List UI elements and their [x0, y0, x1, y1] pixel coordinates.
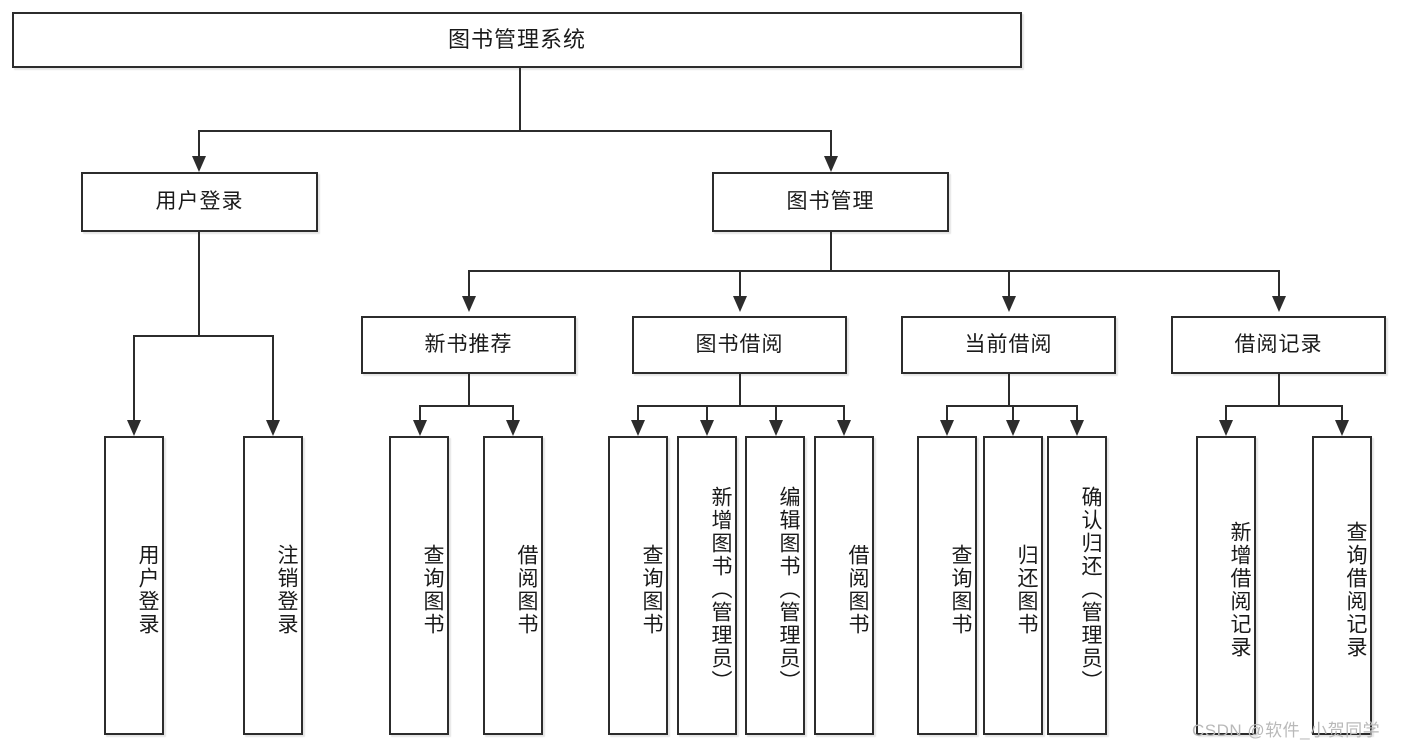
arrow-to-bb-leaf-2: [700, 420, 714, 436]
leaf-label: 新增图书（管理员）: [709, 486, 732, 693]
arrow-to-cb-leaf-3: [1070, 420, 1084, 436]
node-current-borrow[interactable]: 当前借阅: [901, 316, 1116, 374]
connector-user-login-drop-2: [272, 335, 274, 420]
leaf-nbr-query-book[interactable]: 查询图书: [389, 436, 449, 735]
leaf-label: 借阅图书: [846, 543, 869, 636]
leaf-label: 查询图书: [421, 543, 444, 636]
leaf-label: 归还图书: [1015, 543, 1038, 636]
connector-bb-bus: [637, 405, 845, 407]
leaf-nbr-borrow-book[interactable]: 借阅图书: [483, 436, 543, 735]
leaf-bb-query-book[interactable]: 查询图书: [608, 436, 668, 735]
arrow-to-bb-leaf-3: [769, 420, 783, 436]
connector-nbr-drop-2: [512, 405, 514, 420]
connector-cb-drop-3: [1076, 405, 1078, 420]
arrow-to-current-borrow: [1002, 296, 1016, 312]
leaf-bb-borrow-book[interactable]: 借阅图书: [814, 436, 874, 735]
leaf-bb-add-book-admin[interactable]: 新增图书（管理员）: [677, 436, 737, 735]
node-label: 借阅记录: [1234, 333, 1323, 357]
arrow-to-nbr-leaf-2: [506, 420, 520, 436]
node-user-login[interactable]: 用户登录: [81, 172, 318, 232]
arrow-to-logout-leaf: [266, 420, 280, 436]
leaf-label: 新增借阅记录: [1228, 520, 1251, 659]
node-book-borrow[interactable]: 图书借阅: [632, 316, 847, 374]
node-label: 图书管理系统: [447, 26, 586, 52]
node-label: 图书借阅: [695, 333, 784, 357]
leaf-br-add-record[interactable]: 新增借阅记录: [1196, 436, 1256, 735]
connector-cb-stem: [1008, 374, 1010, 405]
arrow-to-br-leaf-1: [1219, 420, 1233, 436]
connector-cb-bus: [946, 405, 1077, 407]
leaf-label: 编辑图书（管理员）: [777, 486, 800, 693]
node-new-book-recommend[interactable]: 新书推荐: [361, 316, 576, 374]
node-book-management[interactable]: 图书管理: [712, 172, 949, 232]
connector-nbr-bus: [419, 405, 514, 407]
arrow-to-book-management: [824, 156, 838, 172]
connector-bm-drop-4: [1278, 270, 1280, 296]
node-label: 当前借阅: [964, 333, 1053, 357]
connector-root-drop-left: [198, 130, 200, 156]
arrow-to-new-book-recommend: [462, 296, 476, 312]
connector-bb-drop-4: [843, 405, 845, 420]
leaf-cb-confirm-return-admin[interactable]: 确认归还（管理员）: [1047, 436, 1107, 735]
arrow-to-user-login: [192, 156, 206, 172]
leaf-label: 注销登录: [275, 543, 298, 636]
arrow-to-nbr-leaf-1: [413, 420, 427, 436]
connector-br-drop-1: [1225, 405, 1227, 420]
connector-bm-drop-2: [739, 270, 741, 296]
node-label: 图书管理: [786, 190, 875, 214]
arrow-to-borrow-record: [1272, 296, 1286, 312]
leaf-label: 查询借阅记录: [1344, 520, 1367, 659]
connector-br-stem: [1278, 374, 1280, 405]
leaf-logout[interactable]: 注销登录: [243, 436, 303, 735]
arrow-to-user-login-leaf: [127, 420, 141, 436]
connector-br-bus: [1225, 405, 1342, 407]
leaf-cb-return-book[interactable]: 归还图书: [983, 436, 1043, 735]
connector-root-bus: [198, 130, 832, 132]
connector-user-login-bus: [133, 335, 274, 337]
leaf-bb-edit-book-admin[interactable]: 编辑图书（管理员）: [745, 436, 805, 735]
connector-user-login-stem: [198, 232, 200, 335]
connector-bm-drop-3: [1008, 270, 1010, 296]
leaf-label: 用户登录: [136, 543, 159, 636]
leaf-label: 借阅图书: [515, 543, 538, 636]
connector-user-login-drop-1: [133, 335, 135, 420]
connector-cb-drop-1: [946, 405, 948, 420]
node-label: 用户登录: [155, 190, 244, 214]
leaf-label: 查询图书: [949, 543, 972, 636]
connector-bm-drop-1: [468, 270, 470, 296]
leaf-user-login[interactable]: 用户登录: [104, 436, 164, 735]
arrow-to-br-leaf-2: [1335, 420, 1349, 436]
node-borrow-record[interactable]: 借阅记录: [1171, 316, 1386, 374]
leaf-cb-query-book[interactable]: 查询图书: [917, 436, 977, 735]
arrow-to-bb-leaf-4: [837, 420, 851, 436]
connector-bb-drop-1: [637, 405, 639, 420]
watermark-text: CSDN @软件_小贺同学: [1192, 721, 1381, 740]
connector-root-stem: [519, 68, 521, 130]
connector-book-management-stem: [830, 232, 832, 270]
connector-nbr-drop-1: [419, 405, 421, 420]
node-root-book-management-system[interactable]: 图书管理系统: [12, 12, 1022, 68]
connector-bb-drop-3: [775, 405, 777, 420]
arrow-to-cb-leaf-1: [940, 420, 954, 436]
arrow-to-book-borrow: [733, 296, 747, 312]
connector-bb-stem: [739, 374, 741, 405]
connector-book-management-bus: [468, 270, 1280, 272]
connector-cb-drop-2: [1012, 405, 1014, 420]
connector-br-drop-2: [1341, 405, 1343, 420]
arrow-to-cb-leaf-2: [1006, 420, 1020, 436]
arrow-to-bb-leaf-1: [631, 420, 645, 436]
node-label: 新书推荐: [424, 333, 513, 357]
leaf-label: 查询图书: [640, 543, 663, 636]
connector-root-drop-right: [830, 130, 832, 156]
leaf-label: 确认归还（管理员）: [1079, 486, 1102, 693]
leaf-br-query-record[interactable]: 查询借阅记录: [1312, 436, 1372, 735]
connector-bb-drop-2: [706, 405, 708, 420]
connector-nbr-stem: [468, 374, 470, 405]
